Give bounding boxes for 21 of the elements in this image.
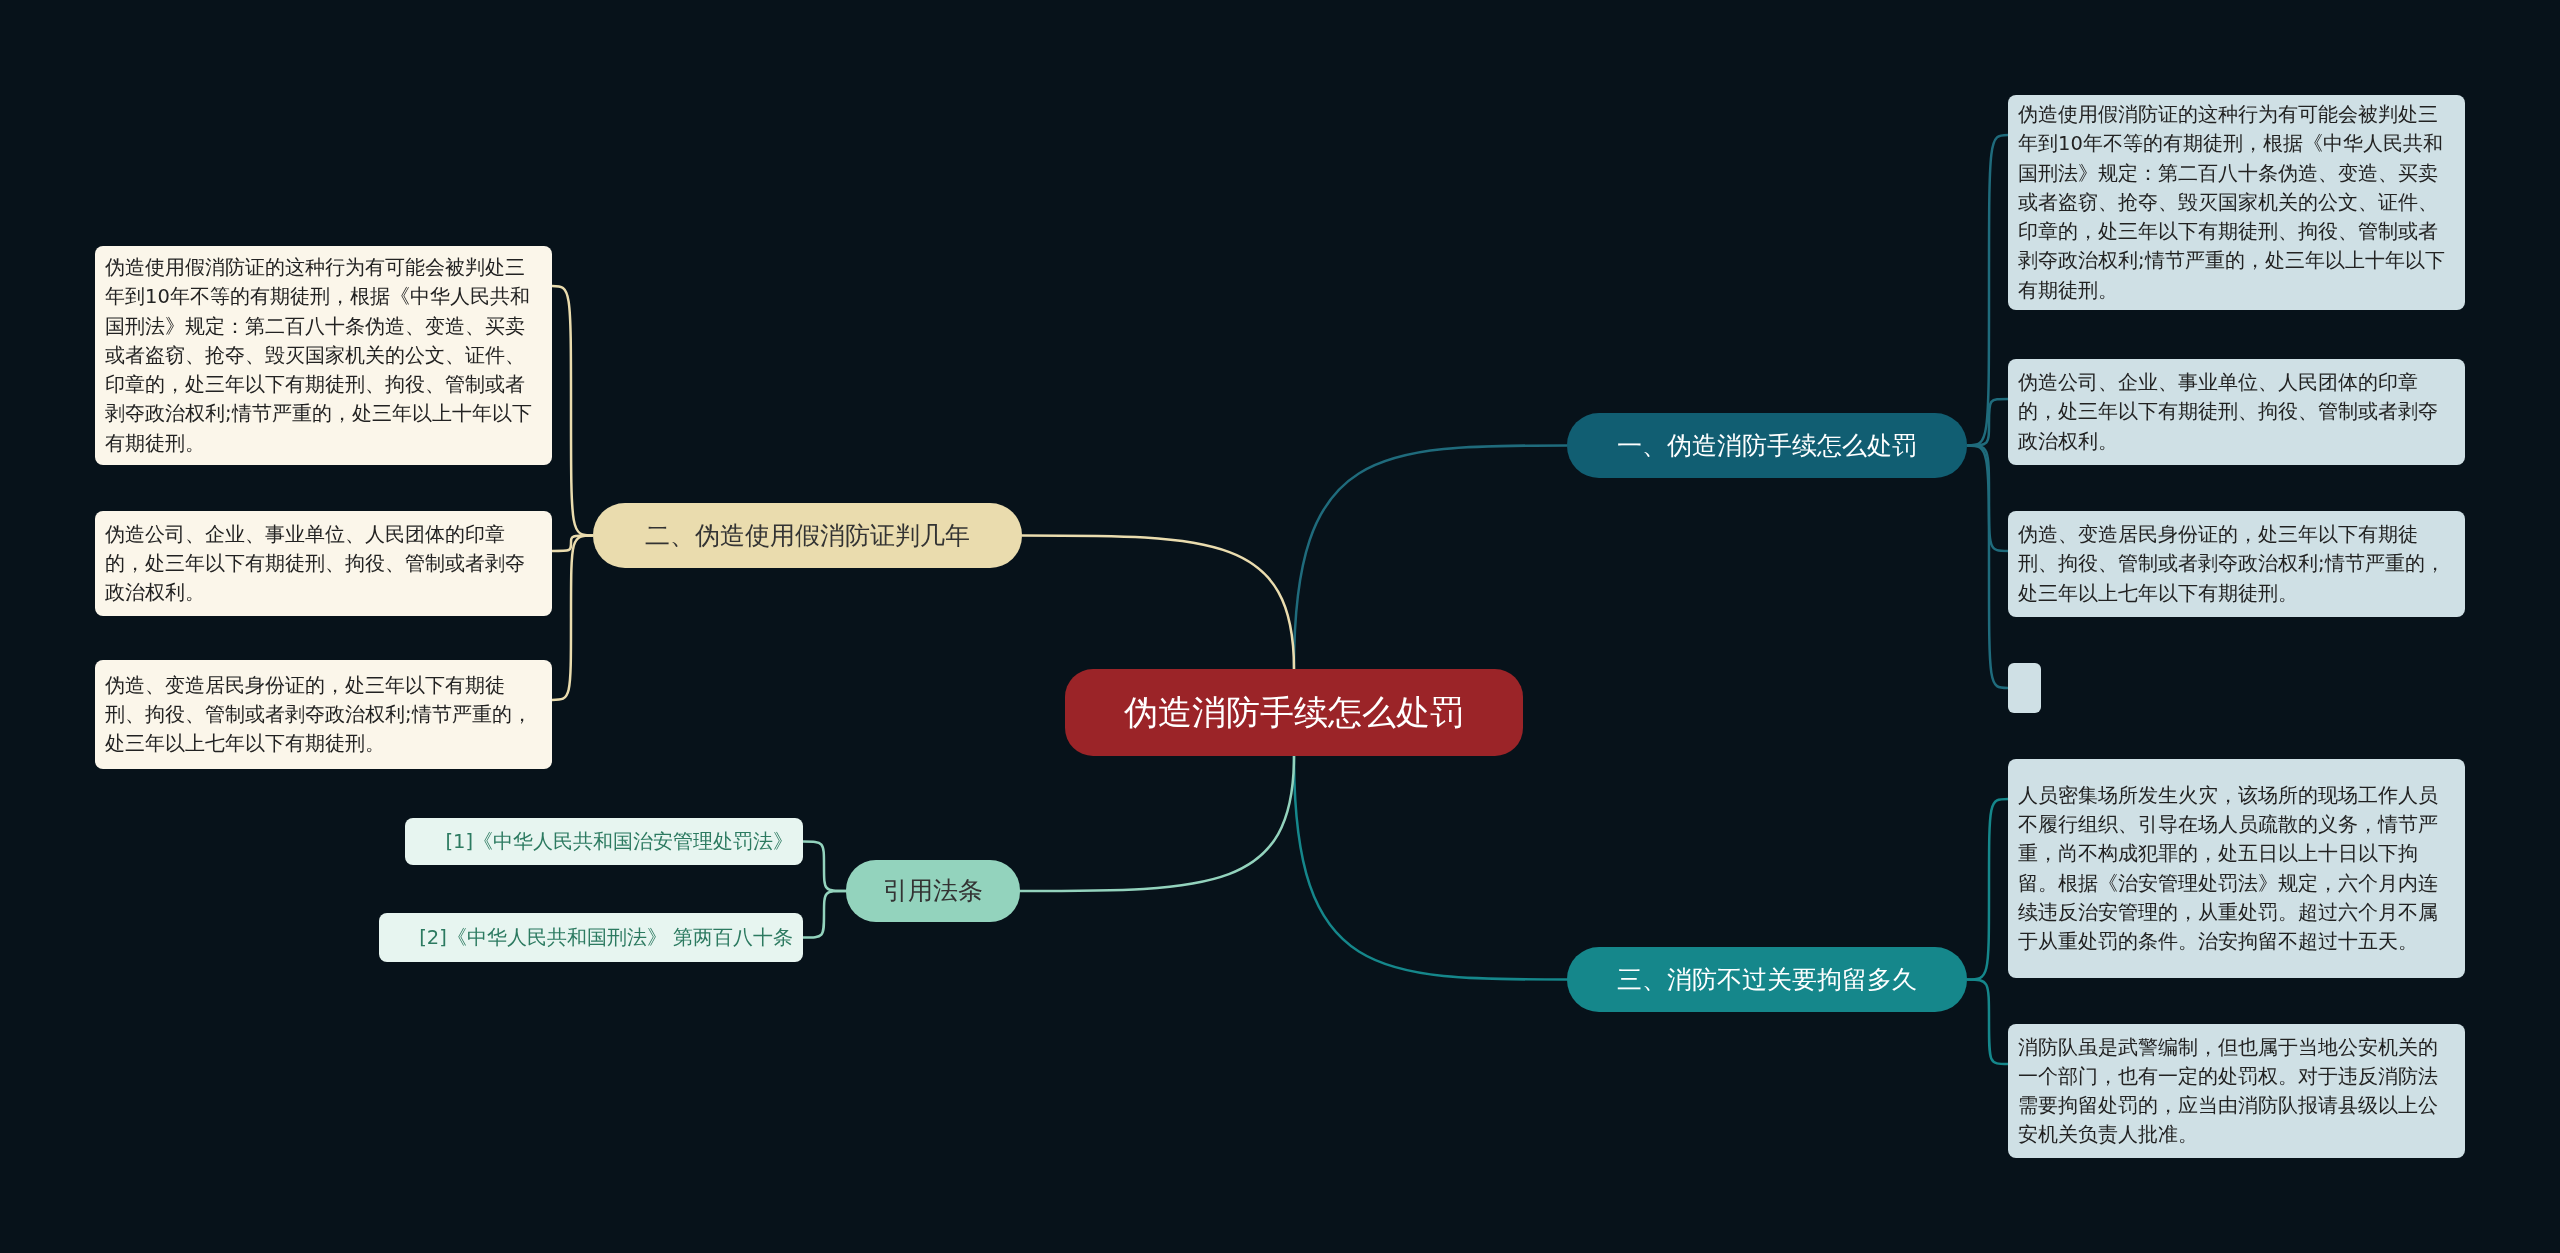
text-card: 伪造公司、企业、事业单位、人民团体的印章的，处三年以下有期徒刑、拘役、管制或者剥夺政治权利。	[95, 511, 552, 616]
reference-card: [2]《中华人民共和国刑法》 第两百八十条	[379, 913, 803, 962]
text-card: 伪造、变造居民身份证的，处三年以下有期徒刑、拘役、管制或者剥夺政治权利;情节严重的，处三年以上七年以下有期徒刑。	[2008, 511, 2465, 617]
empty-box	[2008, 663, 2041, 713]
connector	[1020, 755, 1296, 893]
text-card: 伪造使用假消防证的这种行为有可能会被判处三年到10年不等的有期徒刑，根据《中华人民共和国刑法》规定：第二百八十条伪造、变造、买卖或者盗窃、抢夺、毁灭国家机关的公文、证件、印章的，处三年以下有期徒刑、拘役、管制或者剥夺政治权利;情节严重的，处三年以上十年以下有期徒刑。	[2008, 95, 2465, 310]
reference-card: [1]《中华人民共和国治安管理处罚法》	[405, 818, 803, 865]
text-card: 伪造公司、企业、事业单位、人民团体的印章的，处三年以下有期徒刑、拘役、管制或者剥夺政治权利。	[2008, 359, 2465, 465]
text-card: 伪造、变造居民身份证的，处三年以下有期徒刑、拘役、管制或者剥夺政治权利;情节严重的，处三年以上七年以下有期徒刑。	[95, 660, 552, 769]
connector	[803, 889, 846, 939]
topic-box: 一、伪造消防手续怎么处罚	[1567, 413, 1967, 478]
topic-box: 引用法条	[846, 860, 1020, 922]
connector	[552, 534, 593, 702]
topic-box: 伪造消防手续怎么处罚	[1065, 669, 1523, 756]
text-card: 人员密集场所发生火灾，该场所的现场工作人员不履行组织、引导在场人员疏散的义务，情节严重，尚不构成犯罪的，处五日以上十日以下拘留。根据《治安管理处罚法》规定，六个月内连续违反治安管理的，从重处罚。超过六个月不属于从重处罚的条件。治安拘留不超过十五天。	[2008, 759, 2465, 978]
topic-box: 二、伪造使用假消防证判几年	[593, 503, 1022, 568]
connector	[1967, 444, 2009, 690]
connector	[1022, 534, 1296, 670]
topic-box: 三、消防不过关要拘留多久	[1567, 947, 1967, 1012]
text-card: 消防队虽是武警编制，但也属于当地公安机关的一个部门，也有一定的处罚权。对于违反消防法需要拘留处罚的，应当由消防队报请县级以上公安机关负责人批准。	[2008, 1024, 2465, 1158]
text-card: 伪造使用假消防证的这种行为有可能会被判处三年到10年不等的有期徒刑，根据《中华人民共和国刑法》规定：第二百八十条伪造、变造、买卖或者盗窃、抢夺、毁灭国家机关的公文、证件、印章的，处三年以下有期徒刑、拘役、管制或者剥夺政治权利;情节严重的，处三年以上十年以下有期徒刑。	[95, 246, 552, 465]
